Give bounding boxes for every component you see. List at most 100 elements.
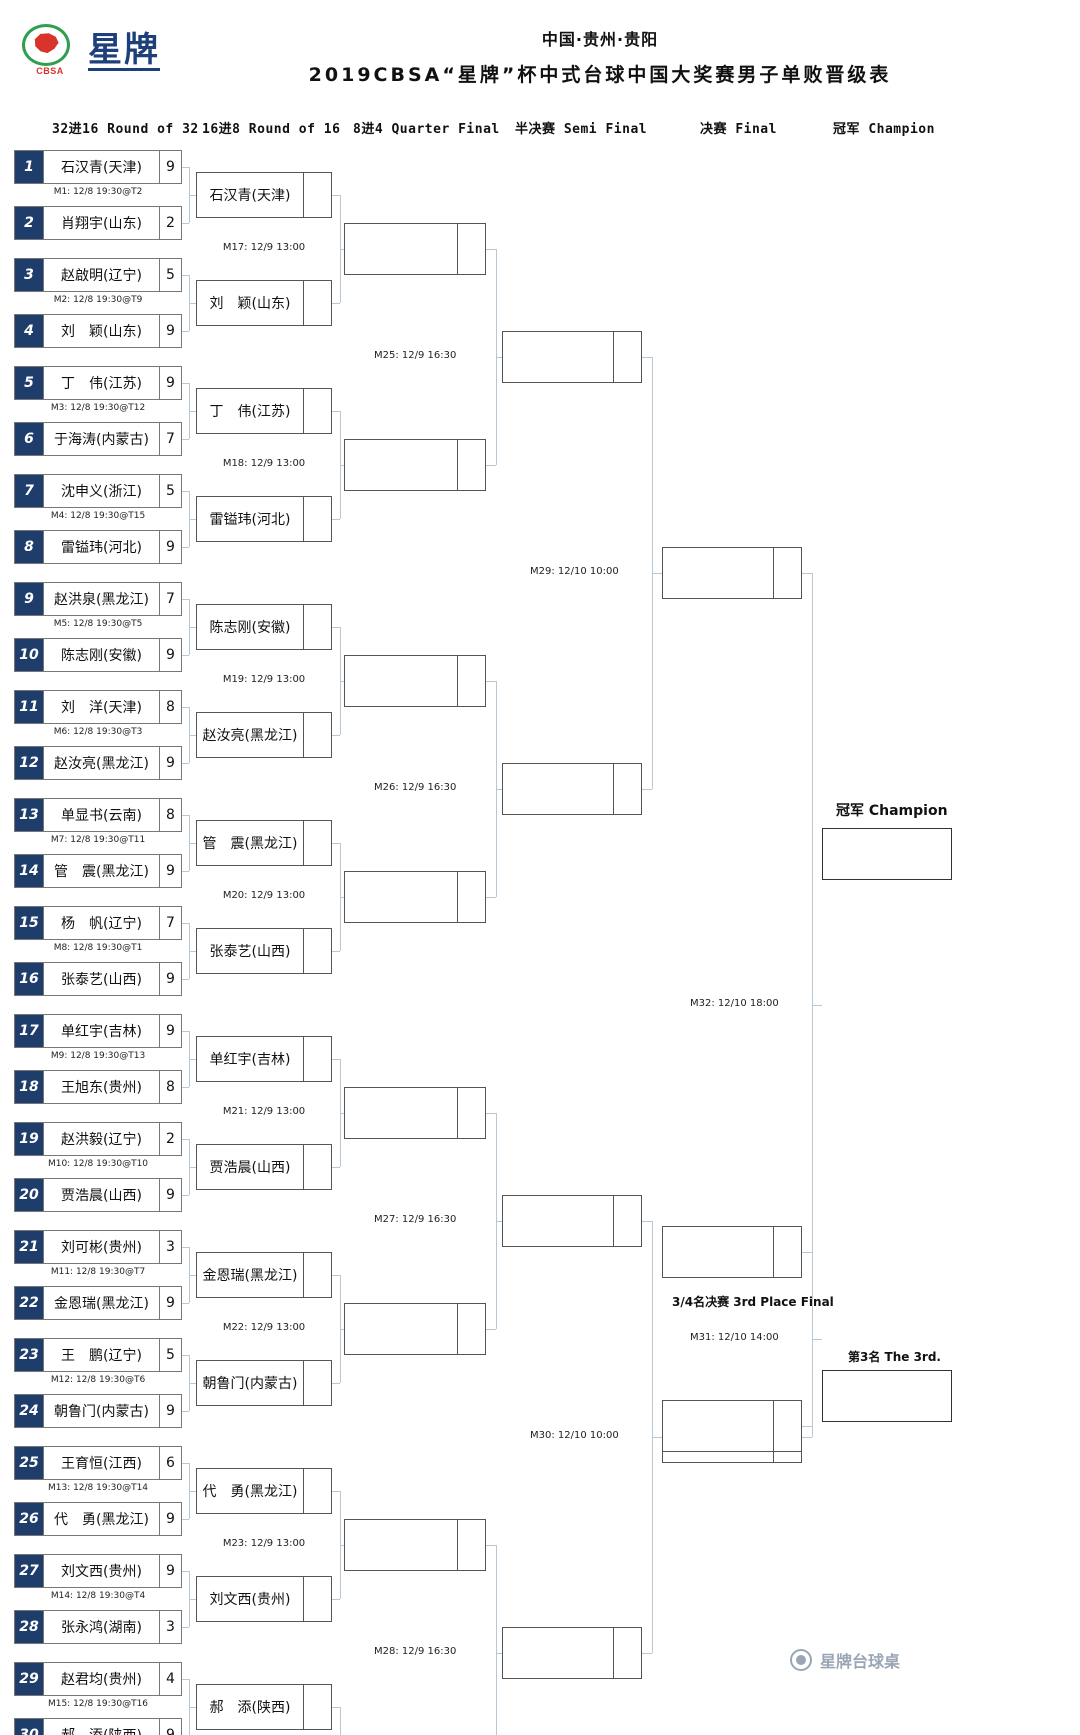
qf-box-2[interactable] (344, 439, 486, 491)
third-place-box-2-label (663, 1401, 773, 1451)
conn-into-sf-2 (496, 789, 502, 790)
third-place-box-2[interactable] (662, 1400, 802, 1452)
conn-into-sf-4 (496, 1653, 502, 1654)
r32-name-10: 陈志刚(安徽) (43, 639, 159, 671)
final-box-1[interactable] (662, 547, 802, 599)
r16-box-4[interactable]: 雷镒玮(河北) (196, 496, 332, 542)
r16-box-12[interactable]: 朝鲁门(内蒙古) (196, 1360, 332, 1406)
qf-box-5[interactable] (344, 1087, 486, 1139)
r16-box-9[interactable]: 单红宇(吉林) (196, 1036, 332, 1082)
third-place-result-box[interactable] (822, 1370, 952, 1422)
sf-box-3[interactable] (502, 1195, 642, 1247)
third-place-box-1[interactable] (662, 1226, 802, 1278)
r16-box-14[interactable]: 刘文西(贵州) (196, 1576, 332, 1622)
qf-box-4[interactable] (344, 871, 486, 923)
conn-r32-22 (182, 1303, 189, 1304)
sf-box-1-label (503, 332, 613, 382)
r16-box-5[interactable]: 陈志刚(安徽) (196, 604, 332, 650)
r16-box-3-score (303, 389, 331, 433)
round-header-sf: 半决赛 Semi Final (515, 122, 648, 137)
conn-r32-16 (182, 979, 189, 980)
watermark-label: 星牌台球桌 (820, 1652, 901, 1671)
r32-row-30[interactable]: 30郝 添(陕西)9 (14, 1718, 182, 1735)
conn-r16-13 (332, 1491, 340, 1492)
r16-box-8[interactable]: 张泰艺(山西) (196, 928, 332, 974)
match-label-M14: M14: 12/8 19:30@T4 (50, 1591, 146, 1601)
qf-box-6[interactable] (344, 1303, 486, 1355)
conn-into-r16-8 (189, 951, 196, 952)
r16-box-15-label: 郝 添(陕西) (209, 1700, 291, 1716)
conn-r16-3 (332, 411, 340, 412)
sf-box-1[interactable] (502, 331, 642, 383)
r32-seed-3: 3 (15, 259, 43, 291)
conn-into-r16-2 (189, 303, 196, 304)
r16-box-7[interactable]: 管 震(黑龙江) (196, 820, 332, 866)
conn-r16-5 (332, 627, 340, 628)
r16-box-1-label: 石汉青(天津) (209, 188, 291, 204)
match-label-M32: M32: 12/10 18:00 (690, 998, 779, 1009)
r32-score-18: 8 (159, 1071, 181, 1103)
page-header: CBSA 星牌 中国·贵州·贵阳 2019CBSA“星牌”杯中式台球中国大奖赛男… (0, 0, 1080, 100)
r32-score-21: 3 (159, 1231, 181, 1263)
conn-r16-1 (332, 195, 340, 196)
r32-seed-19: 19 (15, 1123, 43, 1155)
r16-box-8-score (303, 929, 331, 973)
conn-r16-2 (332, 303, 340, 304)
match-label-M26: M26: 12/9 16:30 (374, 782, 457, 793)
r32-name-11: 刘 洋(天津) (43, 691, 159, 723)
r16-box-1[interactable]: 石汉青(天津) (196, 172, 332, 218)
conn-into-sf-1 (496, 357, 502, 358)
r16-box-3[interactable]: 丁 伟(江苏) (196, 388, 332, 434)
r16-box-14-label: 刘文西(贵州) (209, 1592, 291, 1608)
qf-box-3[interactable] (344, 655, 486, 707)
r16-box-2[interactable]: 刘 颖(山东) (196, 280, 332, 326)
r16-box-11[interactable]: 金恩瑞(黑龙江) (196, 1252, 332, 1298)
conn-r32-1 (182, 167, 189, 168)
match-label-M12: M12: 12/8 19:30@T6 (50, 1375, 146, 1385)
conn-r16-8 (332, 951, 340, 952)
r16-box-13[interactable]: 代 勇(黑龙江) (196, 1468, 332, 1514)
conn-qf-4 (486, 897, 496, 898)
qf-box-7[interactable] (344, 1519, 486, 1571)
r32-score-4: 9 (159, 315, 181, 347)
r16-box-10[interactable]: 贾浩晨(山西) (196, 1144, 332, 1190)
sf-box-2[interactable] (502, 763, 642, 815)
r32-name-17: 单红宇(吉林) (43, 1015, 159, 1047)
r16-box-15[interactable]: 郝 添(陕西) (196, 1684, 332, 1730)
r16-box-11-score (303, 1253, 331, 1297)
qf-box-1[interactable] (344, 223, 486, 275)
r32-score-27: 9 (159, 1555, 181, 1587)
sf-box-4[interactable] (502, 1627, 642, 1679)
champion-result-box[interactable] (822, 828, 952, 880)
r16-box-6[interactable]: 赵汝亮(黑龙江) (196, 712, 332, 758)
